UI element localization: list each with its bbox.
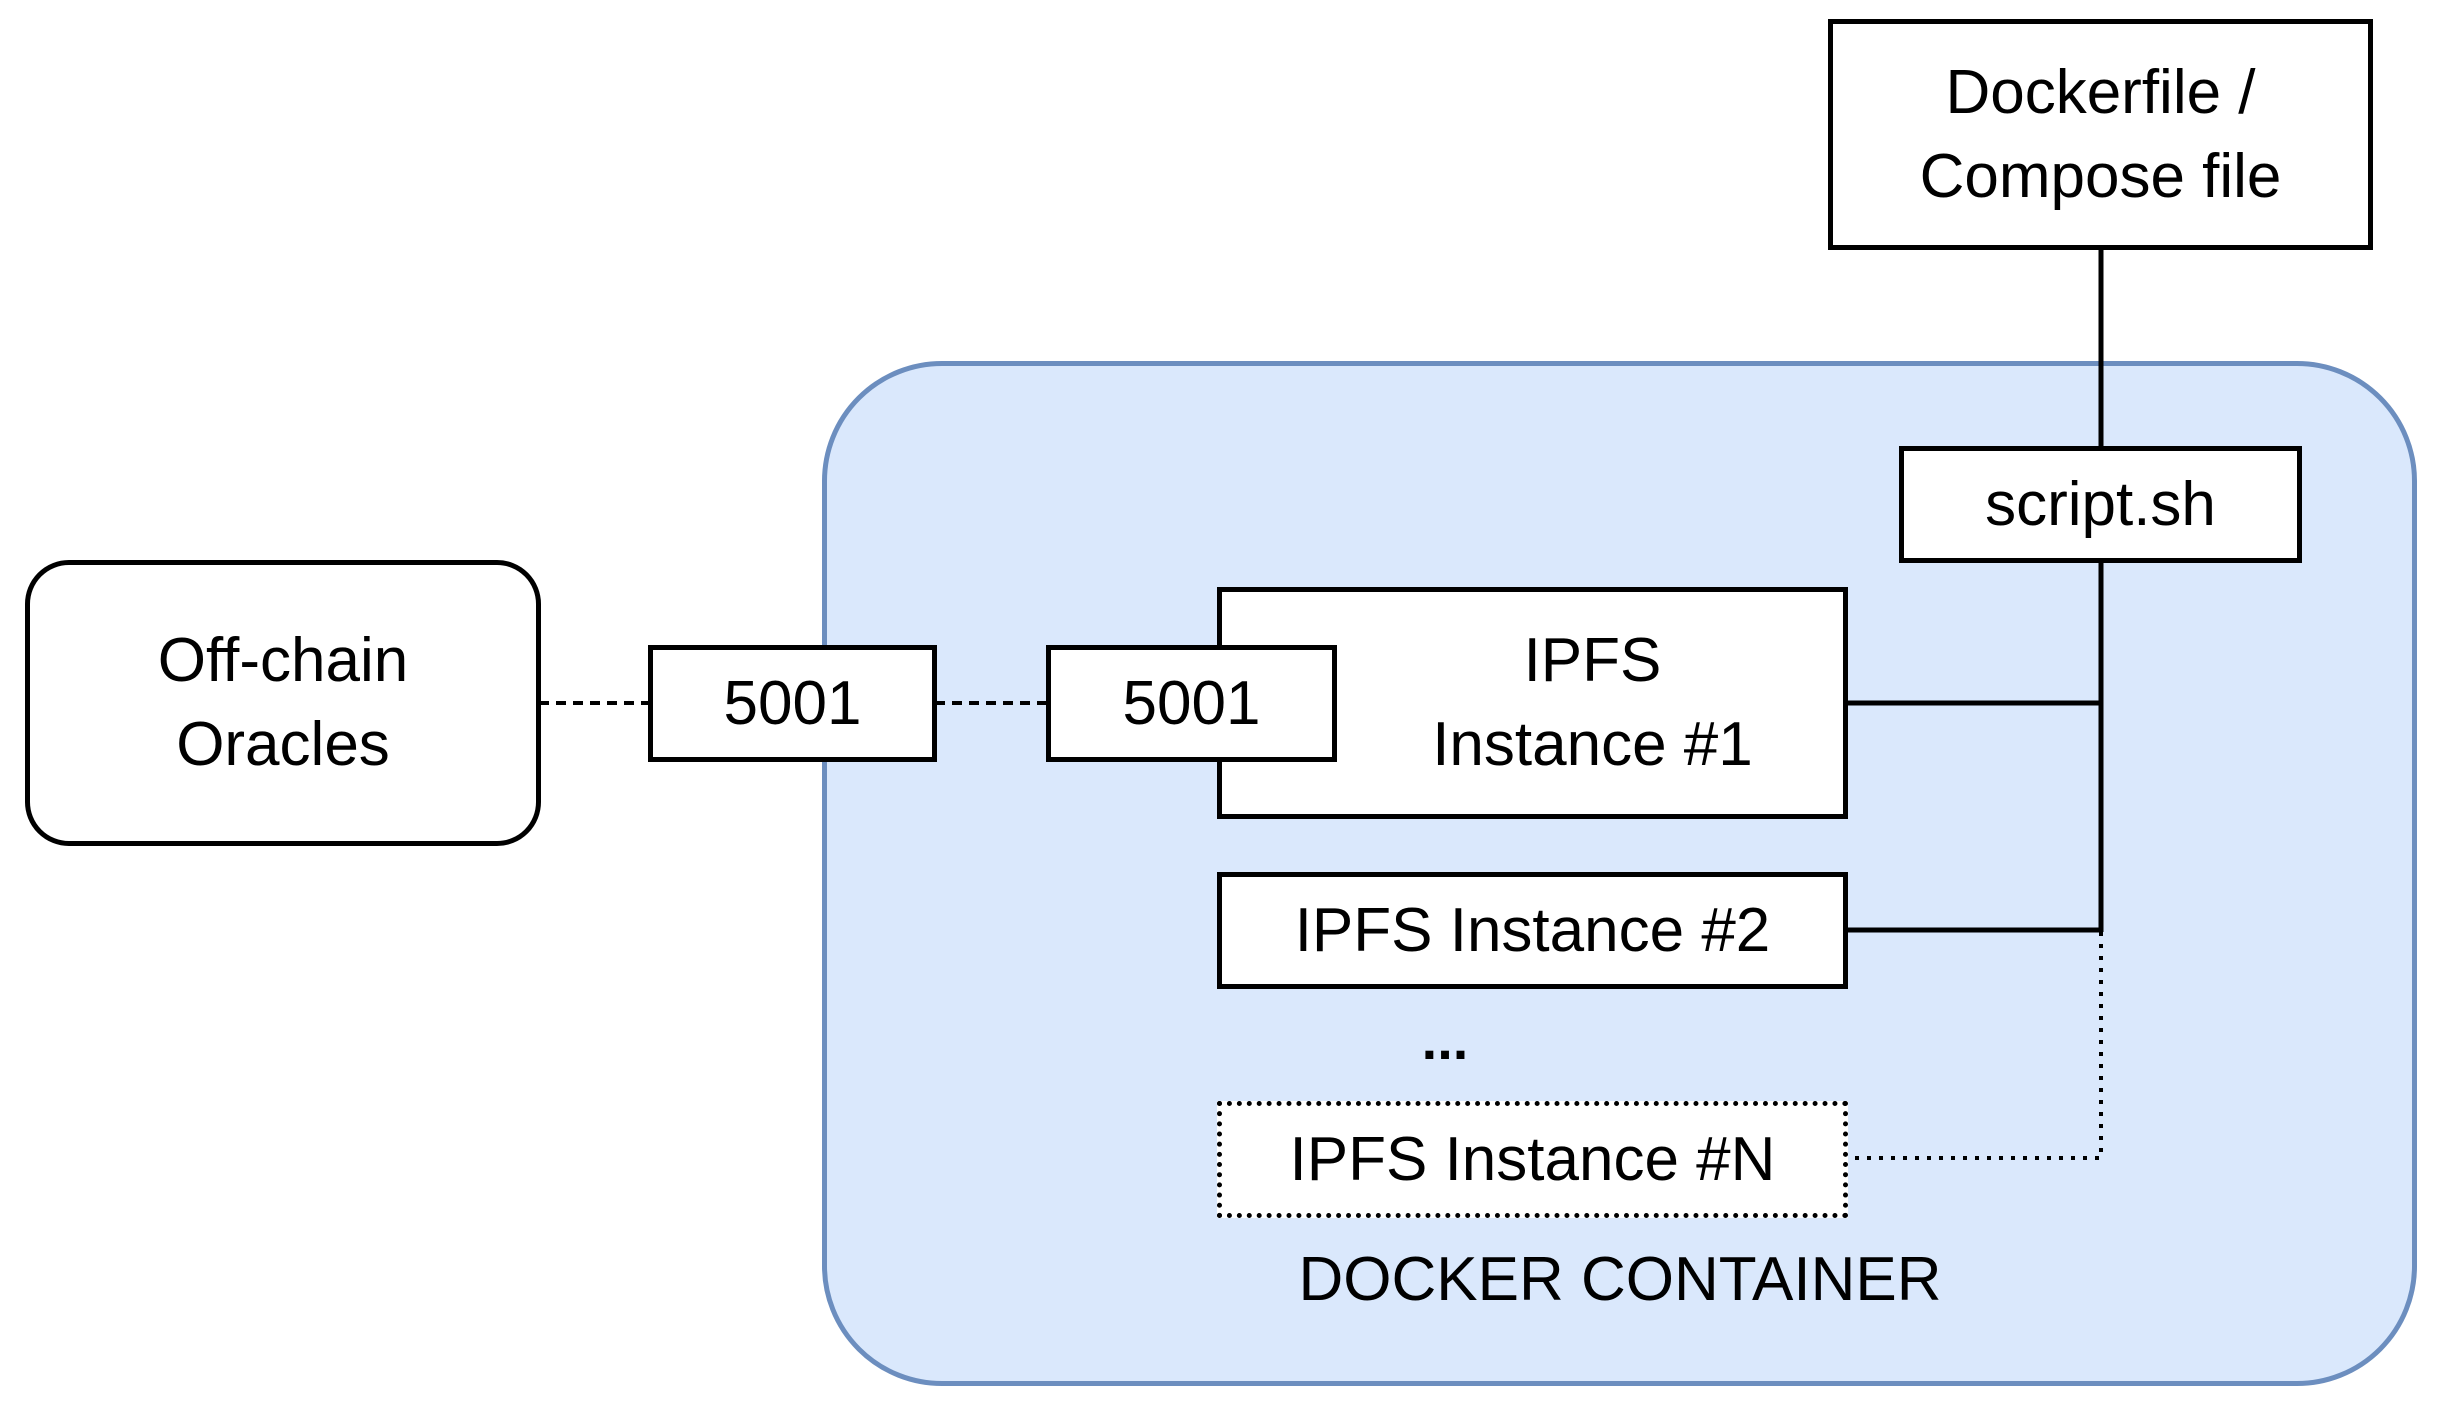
host-port-label: 5001	[723, 668, 862, 738]
script-label: script.sh	[1985, 469, 2216, 539]
ipfs-instance-1-box: IPFS Instance #1	[1217, 587, 1848, 819]
ipfs-instance-2-box: IPFS Instance #2	[1217, 872, 1848, 989]
oracles-line-1: Off-chain	[157, 626, 409, 696]
docker-container-label: DOCKER CONTAINER	[1298, 1245, 1942, 1314]
dockerfile-line-1: Dockerfile /	[1945, 57, 2256, 127]
ipfs-instance-n-box: IPFS Instance #N	[1217, 1101, 1848, 1218]
container-port-label: 5001	[1122, 668, 1261, 738]
off-chain-oracles-box: Off-chain Oracles	[25, 560, 541, 846]
ipfs-instance-2-label: IPFS Instance #2	[1294, 895, 1771, 965]
ipfs-instance-1-line-2: Instance #1	[1432, 710, 1753, 779]
dockerfile-line-2: Compose file	[1919, 141, 2282, 211]
ipfs-instance-n-label: IPFS Instance #N	[1289, 1124, 1776, 1194]
host-port-box: 5001	[648, 645, 937, 762]
dockerfile-compose-box: Dockerfile / Compose file	[1828, 19, 2373, 250]
ipfs-instance-1-line-1: IPFS	[1523, 626, 1662, 696]
instances-ellipsis: ...	[1421, 1008, 1469, 1071]
oracles-line-2: Oracles	[176, 710, 390, 779]
container-port-box: 5001	[1046, 645, 1337, 762]
script-box: script.sh	[1899, 446, 2302, 563]
